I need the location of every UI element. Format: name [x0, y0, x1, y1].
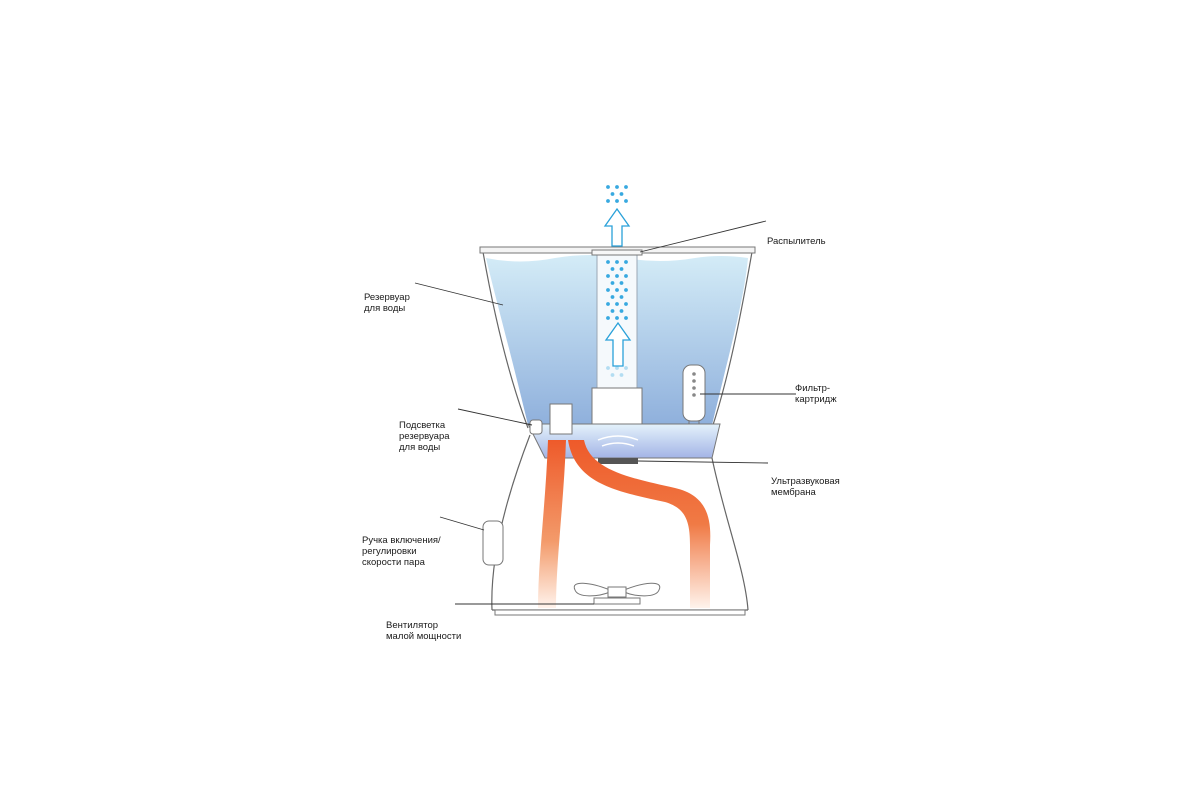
- mist-dot: [606, 288, 610, 292]
- mist-dot: [615, 185, 619, 189]
- leader-membrane: [637, 460, 769, 464]
- mist-dot: [619, 309, 624, 313]
- mist-dot: [615, 366, 619, 370]
- leader-knob: [439, 516, 485, 531]
- mist-dot: [615, 288, 619, 292]
- mist-dot: [606, 316, 610, 320]
- label-sprayer: Распылитель: [767, 236, 826, 247]
- mist-dot: [619, 295, 624, 299]
- mist-dot: [615, 302, 619, 306]
- control-knob: [482, 520, 504, 566]
- mist-dot: [619, 267, 624, 271]
- mist-dot: [606, 185, 610, 189]
- mist-dot: [615, 274, 619, 278]
- mist-dot: [606, 260, 610, 264]
- mist-dot: [610, 281, 615, 285]
- mist-dot: [610, 373, 615, 377]
- sprayer-nozzle: [591, 249, 643, 256]
- mist-dot: [606, 199, 610, 203]
- mist-dot: [624, 366, 628, 370]
- tank-outline: [482, 251, 753, 429]
- mist-dot: [610, 192, 615, 196]
- leader-backlight: [457, 408, 533, 426]
- mist-dot: [606, 274, 610, 278]
- ultrasonic-membrane: [598, 458, 638, 464]
- outer-up-arrow: [603, 207, 631, 247]
- mist-dot: [606, 302, 610, 306]
- airflow-duct-right: [568, 440, 711, 608]
- mist-dot: [610, 267, 615, 271]
- mist-dot: [610, 309, 615, 313]
- mist-dot: [615, 260, 619, 264]
- mist-dot: [624, 302, 628, 306]
- mist-dot: [615, 316, 619, 320]
- mist-dot: [624, 199, 628, 203]
- mist-dot: [610, 295, 615, 299]
- backlight-unit: [529, 403, 573, 435]
- mist-dot: [606, 366, 610, 370]
- mist-dot: [619, 192, 624, 196]
- mist-dot: [624, 260, 628, 264]
- fan: [573, 582, 661, 605]
- mist-dots: [606, 185, 628, 377]
- membrane-block: [591, 387, 643, 425]
- mist-dot: [624, 185, 628, 189]
- mist-dot: [619, 281, 624, 285]
- mist-dot: [624, 274, 628, 278]
- leader-reservoir: [414, 282, 504, 306]
- mist-dot: [615, 199, 619, 203]
- base-feet: [494, 609, 746, 616]
- airflow-duct-left: [538, 440, 566, 608]
- mist-dot: [624, 316, 628, 320]
- mist-dot: [619, 373, 624, 377]
- inner-up-arrow: [604, 321, 632, 367]
- leader-sprayer: [639, 220, 767, 253]
- mist-dot: [624, 288, 628, 292]
- label-filter: Фильтр-картридж: [795, 383, 837, 405]
